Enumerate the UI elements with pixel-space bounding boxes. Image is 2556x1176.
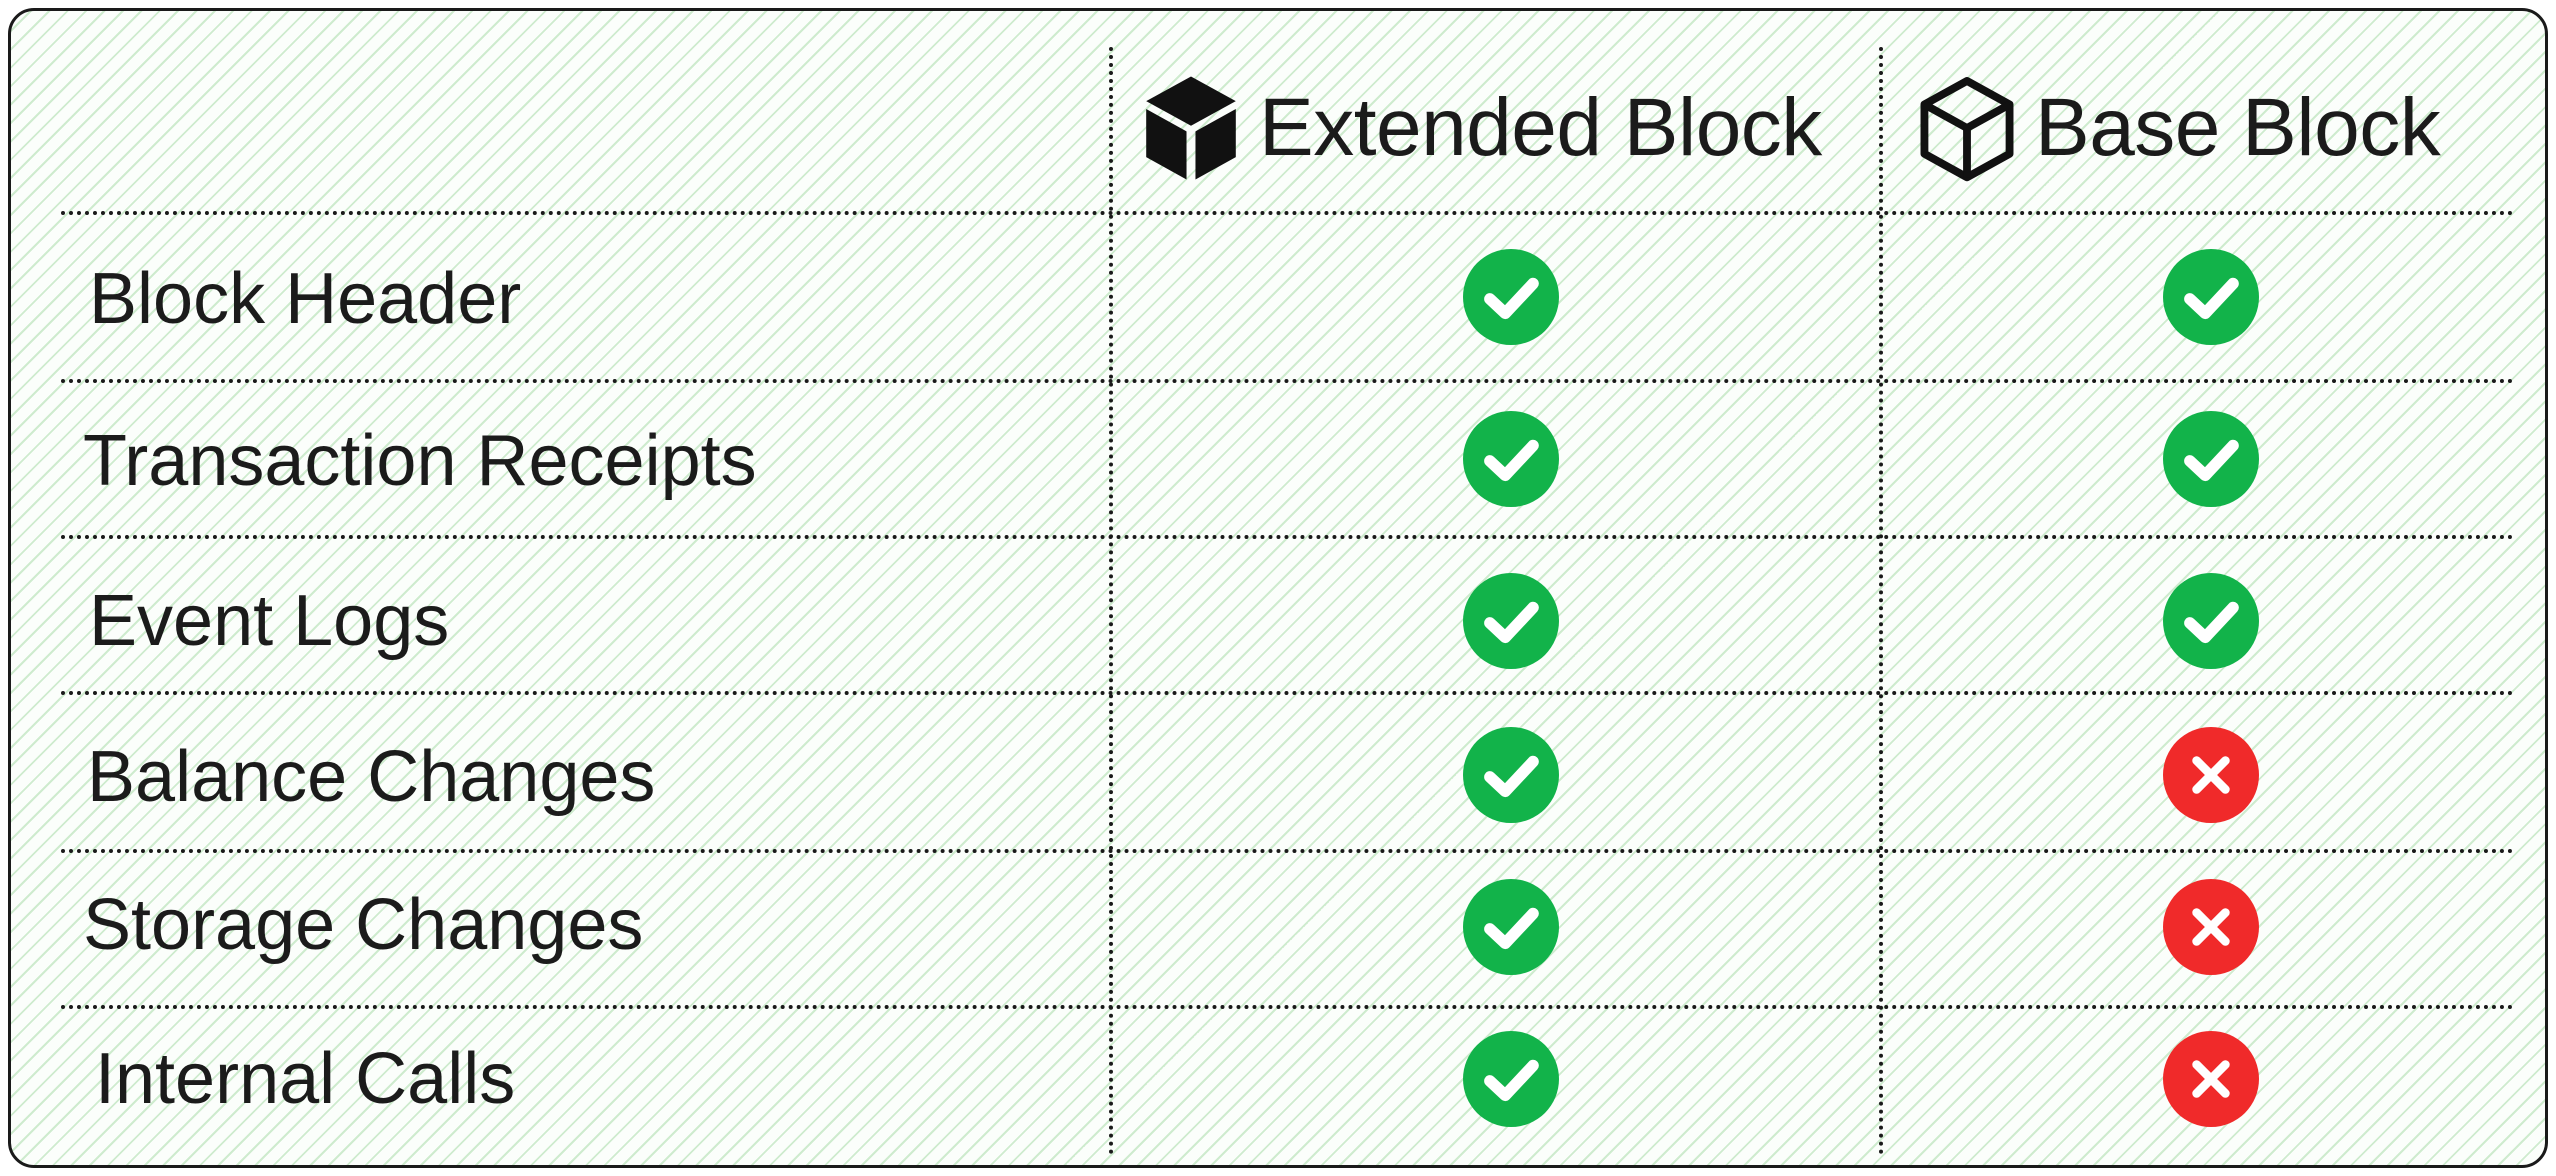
check-circle-icon: [1463, 727, 1559, 823]
column-divider-1: [1109, 47, 1113, 1155]
column-header-base-block: Base Block: [1911, 63, 2441, 193]
check-circle-icon: [2163, 411, 2259, 507]
check-circle-icon: [2163, 573, 2259, 669]
row-label-balance-changes: Balance Changes: [87, 737, 656, 817]
row-label-storage-changes: Storage Changes: [83, 885, 644, 965]
check-circle-icon: [2163, 249, 2259, 345]
comparison-table: Extended Block Base Block Block Header T…: [8, 8, 2548, 1168]
check-circle-icon: [1463, 573, 1559, 669]
column-header-label: Base Block: [2035, 82, 2441, 173]
header-divider: [61, 211, 2515, 215]
row-divider-1: [61, 379, 2515, 383]
row-divider-2: [61, 535, 2515, 539]
column-header-extended-block: Extended Block: [1135, 63, 1822, 193]
cross-circle-icon: [2163, 1031, 2259, 1127]
row-label-internal-calls: Internal Calls: [95, 1039, 516, 1119]
check-circle-icon: [1463, 1031, 1559, 1127]
check-circle-icon: [1463, 411, 1559, 507]
row-divider-5: [61, 1005, 2515, 1009]
column-header-label: Extended Block: [1259, 82, 1822, 173]
row-divider-3: [61, 691, 2515, 695]
column-divider-2: [1879, 47, 1883, 1155]
row-label-block-header: Block Header: [89, 259, 522, 339]
row-label-transaction-receipts: Transaction Receipts: [83, 421, 757, 501]
check-circle-icon: [1463, 879, 1559, 975]
row-divider-4: [61, 849, 2515, 853]
check-circle-icon: [1463, 249, 1559, 345]
row-label-event-logs: Event Logs: [89, 581, 450, 661]
outline-cube-icon: [1920, 77, 2014, 182]
cross-circle-icon: [2163, 727, 2259, 823]
cross-circle-icon: [2163, 879, 2259, 975]
solid-cube-icon: [1146, 76, 1236, 180]
